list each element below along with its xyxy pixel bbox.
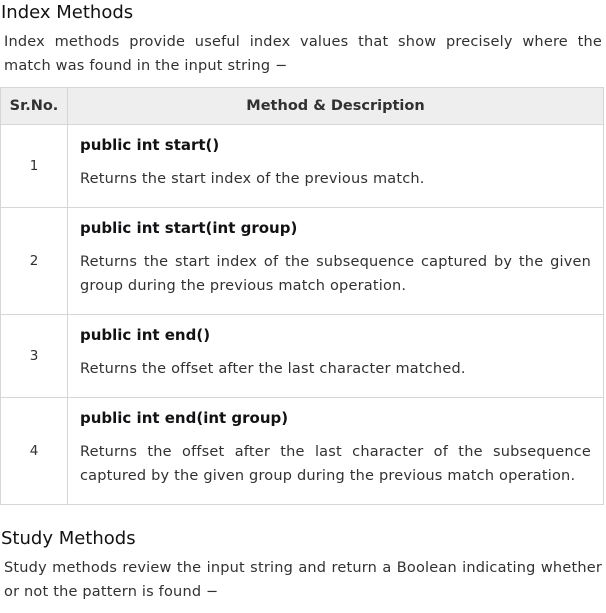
table-row: 1 public int start() Returns the start i… [0, 124, 604, 208]
table-row: 3 public int end() Returns the offset af… [0, 314, 604, 398]
row-description-cell: public int start(int group) Returns the … [67, 207, 604, 315]
row-description-cell: public int end() Returns the offset afte… [67, 314, 604, 398]
index-methods-heading: Index Methods [1, 2, 134, 23]
method-signature: public int end() [80, 326, 211, 344]
row-number: 1 [0, 124, 68, 208]
index-methods-intro: Index methods provide useful index value… [4, 34, 602, 74]
study-methods-intro: Study methods review the input string an… [4, 560, 602, 600]
row-number: 2 [0, 207, 68, 315]
method-signature: public int start(int group) [80, 219, 298, 237]
header-sr-no: Sr.No. [0, 87, 68, 125]
method-signature: public int end(int group) [80, 409, 289, 427]
study-methods-heading: Study Methods [1, 528, 136, 549]
table-row: 2 public int start(int group) Returns th… [0, 207, 604, 315]
method-description: Returns the offset after the last charac… [80, 444, 591, 484]
method-signature: public int start() [80, 136, 220, 154]
table-header-row: Sr.No. Method & Description [0, 87, 604, 125]
method-description: Returns the start index of the previous … [80, 171, 425, 187]
row-number: 4 [0, 397, 68, 505]
header-method-description: Method & Description [67, 87, 604, 125]
row-description-cell: public int start() Returns the start ind… [67, 124, 604, 208]
methods-table: Sr.No. Method & Description 1 public int… [0, 87, 604, 505]
row-description-cell: public int end(int group) Returns the of… [67, 397, 604, 505]
method-description: Returns the start index of the subsequen… [80, 254, 591, 294]
table-row: 4 public int end(int group) Returns the … [0, 397, 604, 505]
method-description: Returns the offset after the last charac… [80, 361, 466, 377]
row-number: 3 [0, 314, 68, 398]
